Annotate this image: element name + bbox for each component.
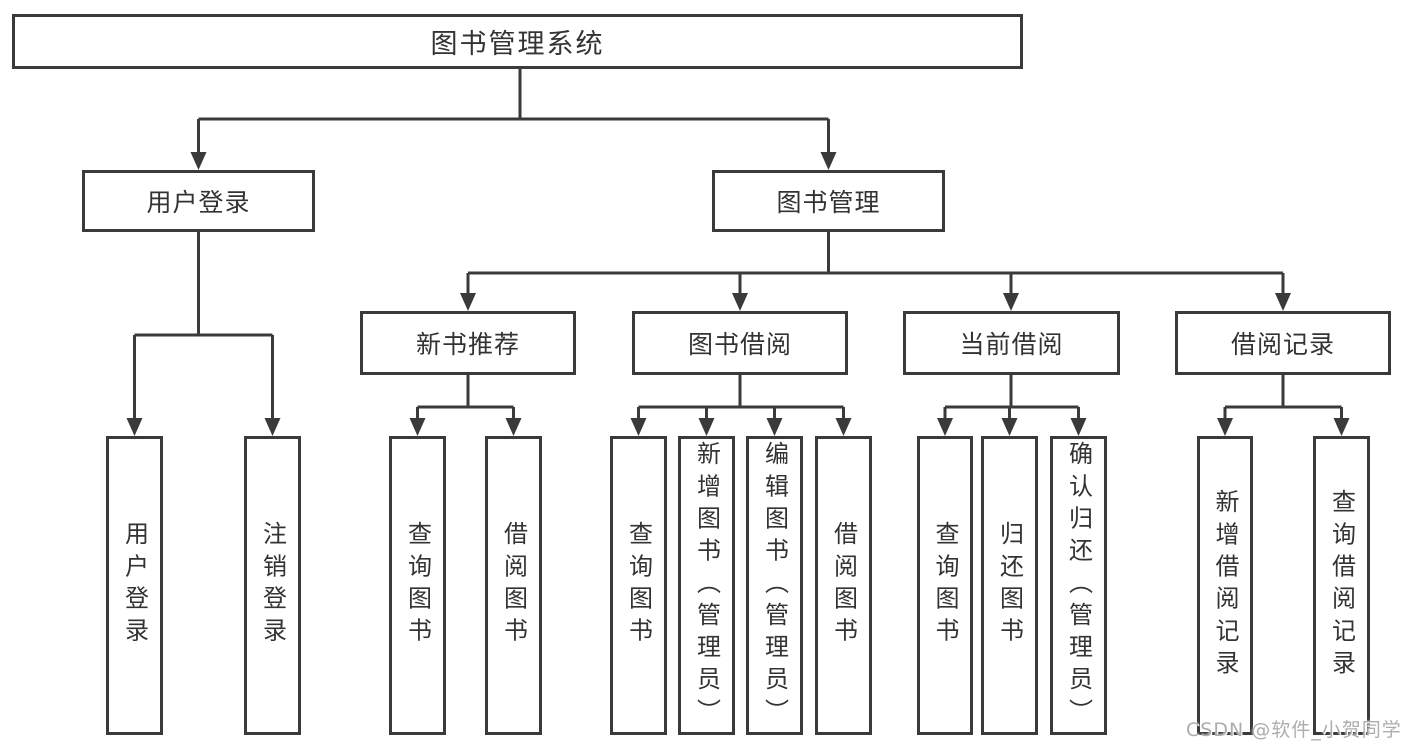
leaf-return-books: 归还图书 <box>981 436 1038 735</box>
connector-current-borrow <box>943 375 1080 420</box>
node-book-borrow: 图书借阅 <box>632 311 848 375</box>
leaf-query-books-current: 查询图书 <box>917 436 973 735</box>
leaf-query-books-borrow: 查询图书 <box>610 436 667 735</box>
node-borrow-records: 借阅记录 <box>1175 311 1391 375</box>
csdn-watermark: CSDN @软件_小贺同学 <box>1186 719 1402 741</box>
node-current-borrow: 当前借阅 <box>903 311 1120 375</box>
connector-book-borrow <box>637 375 845 420</box>
leaf-user-login: 用户登录 <box>106 436 163 735</box>
connector-root <box>197 69 830 154</box>
node-book-management: 图书管理 <box>712 170 945 232</box>
leaf-query-borrow-record: 查询借阅记录 <box>1313 436 1370 735</box>
leaf-edit-books-admin: 编辑图书（管理员） <box>746 436 803 735</box>
node-new-book-recommend: 新书推荐 <box>360 311 576 375</box>
connector-new-book <box>416 375 515 420</box>
connector-book-management <box>466 232 1285 295</box>
arrowheads <box>126 152 1350 436</box>
leaf-query-books-recommend: 查询图书 <box>389 436 446 735</box>
leaf-confirm-return-admin: 确认归还（管理员） <box>1050 436 1107 735</box>
node-root: 图书管理系统 <box>12 14 1023 69</box>
leaf-borrow-books: 借阅图书 <box>815 436 872 735</box>
leaf-add-books-admin: 新增图书（管理员） <box>678 436 735 735</box>
connector-user-login <box>133 232 274 420</box>
leaf-add-borrow-record: 新增借阅记录 <box>1197 436 1253 735</box>
node-user-login: 用户登录 <box>82 170 315 232</box>
leaf-logout: 注销登录 <box>244 436 301 735</box>
leaf-borrow-books-recommend: 借阅图书 <box>485 436 542 735</box>
connector-borrow-records <box>1223 375 1343 420</box>
